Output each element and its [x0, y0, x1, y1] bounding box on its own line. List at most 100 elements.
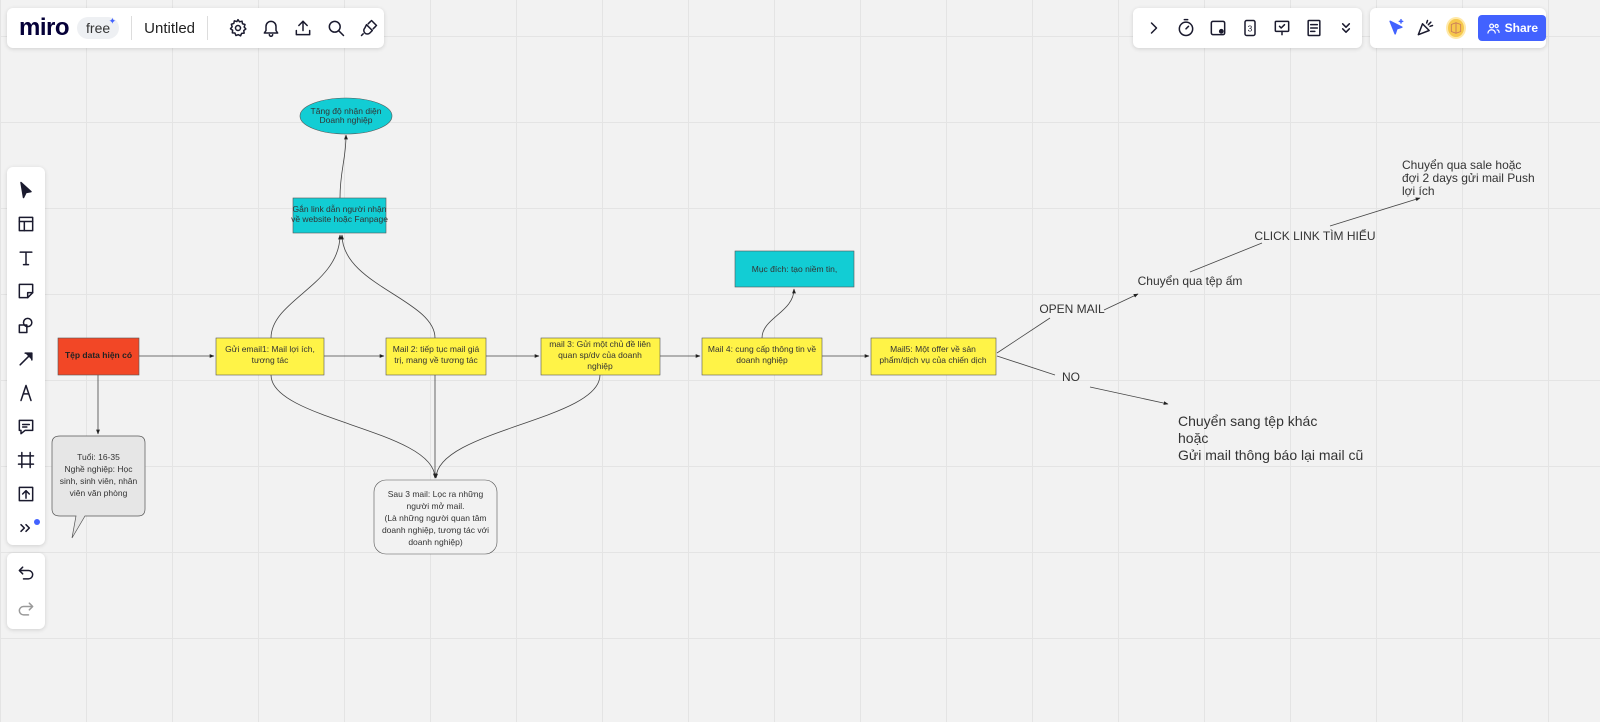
notification-dot	[34, 519, 40, 526]
gear-icon[interactable]	[223, 13, 253, 43]
node-label: Mail 2: tiếp tục mail giá	[393, 344, 480, 354]
connector[interactable]	[996, 355, 1056, 376]
share-label: Share	[1504, 21, 1538, 35]
search-icon[interactable]	[321, 13, 351, 43]
bell-icon[interactable]	[256, 13, 286, 43]
label-line: Gửi mail thông báo lại mail cũ	[1178, 447, 1363, 463]
node-label: phẩm/dịch vụ của chiến dịch	[879, 355, 987, 365]
celebrate-icon[interactable]	[1412, 13, 1438, 43]
upload-icon[interactable]	[9, 479, 43, 509]
miro-logo[interactable]: miro	[19, 14, 70, 41]
node-label: Gắn link dẫn người nhận	[293, 204, 387, 214]
node-label: Tệp data hiện có	[65, 350, 132, 360]
text-icon[interactable]	[9, 243, 43, 273]
chevron-right-icon[interactable]	[1139, 13, 1169, 43]
label-click-link[interactable]: CLICK LINK TÌM HIỂU	[1254, 228, 1375, 243]
connector[interactable]	[270, 234, 342, 339]
template-icon[interactable]	[9, 209, 43, 239]
label-open-mail[interactable]: OPEN MAIL	[1039, 302, 1105, 316]
node-sau-3-mail[interactable]: Sau 3 mail: Lọc ra những người mở mail. …	[373, 479, 498, 555]
node-label: (Là những người quan tâm	[384, 513, 486, 523]
connector[interactable]	[1189, 242, 1263, 273]
node-label: Mail 4: cung cấp thông tin về	[708, 344, 816, 354]
header-panel: miro free✦ Untitled	[7, 8, 384, 48]
shapes-icon[interactable]	[9, 310, 43, 340]
node-label: nghiệp	[587, 361, 613, 371]
node-mail2[interactable]: Mail 2: tiếp tục mail giá trị, mang về t…	[385, 337, 487, 376]
plan-label: free	[86, 20, 111, 36]
presentation-icon[interactable]	[1267, 13, 1297, 43]
select-icon[interactable]	[9, 175, 43, 205]
card-icon[interactable]	[1203, 13, 1233, 43]
node-tang-do-nhan-dien[interactable]: Tăng độ nhận diện Doanh nghiệp	[299, 97, 393, 135]
node-label: Gửi email1: Mail lợi ích,	[225, 344, 315, 354]
left-toolbar	[7, 167, 45, 545]
connector[interactable]	[996, 317, 1051, 354]
connectors	[96, 134, 1421, 479]
connector[interactable]	[1103, 293, 1139, 311]
divider	[207, 16, 208, 40]
counter-icon[interactable]: 3	[1235, 13, 1265, 43]
connector[interactable]	[1089, 386, 1169, 405]
connector[interactable]	[1329, 197, 1421, 227]
timer-icon[interactable]	[1171, 13, 1201, 43]
node-label: người mở mail.	[407, 501, 465, 511]
node-label: quan sp/dv của doanh	[558, 350, 642, 360]
node-mail3[interactable]: mail 3: Gửi một chủ đề liên quan sp/dv c…	[540, 337, 661, 376]
label-line: Chuyển sang tệp khác	[1178, 413, 1317, 429]
share-button[interactable]: Share	[1477, 15, 1546, 41]
sticky-note-icon[interactable]	[9, 276, 43, 306]
frame-icon[interactable]	[9, 446, 43, 476]
upload-icon[interactable]	[289, 13, 319, 43]
connector[interactable]	[340, 234, 436, 339]
node-label: doanh nghiệp	[736, 355, 788, 365]
history-panel	[7, 553, 45, 629]
tools-panel: 3	[1133, 8, 1362, 48]
node-label: trị, mang về tương tác	[394, 355, 478, 365]
node-label: sinh, sinh viên, nhân	[60, 476, 138, 486]
label-tep-am[interactable]: Chuyển qua tệp ấm	[1138, 274, 1243, 288]
board-name[interactable]: Untitled	[144, 19, 195, 37]
node-tep-data[interactable]: Tệp data hiện có	[57, 337, 140, 376]
collaboration-panel: Share	[1370, 8, 1546, 48]
arrow-icon[interactable]	[9, 344, 43, 374]
node-label: Sau 3 mail: Lọc ra những	[388, 489, 484, 499]
connector[interactable]	[434, 374, 601, 479]
connector[interactable]	[270, 374, 437, 479]
more-icon[interactable]	[9, 513, 43, 543]
node-gan-link[interactable]: Gắn link dẫn người nhận về website hoặc …	[291, 197, 388, 234]
comment-icon[interactable]	[9, 412, 43, 442]
node-mail4[interactable]: Mail 4: cung cấp thông tin về doanh nghi…	[701, 337, 823, 376]
node-profile-callout[interactable]: Tuổi: 16-35 Nghề nghiệp: Học sinh, sinh …	[51, 435, 146, 539]
node-label: Doanh nghiệp	[320, 115, 373, 125]
label-line: lợi ích	[1402, 184, 1435, 198]
node-label: doanh nghiệp, tương tác với	[382, 525, 489, 535]
node-mail5[interactable]: Mail5: Một offer về sản phẩm/dịch vụ của…	[870, 337, 997, 376]
chevron-double-down-icon[interactable]	[1331, 13, 1361, 43]
node-label: Mục đích: tạo niềm tin,	[752, 264, 838, 274]
connector[interactable]	[339, 134, 348, 199]
undo-icon[interactable]	[11, 558, 41, 588]
node-email1[interactable]: Gửi email1: Mail lợi ích, tương tác	[215, 337, 325, 376]
cursor-icon[interactable]	[1383, 13, 1409, 43]
notes-icon[interactable]	[1299, 13, 1329, 43]
pen-icon[interactable]	[9, 378, 43, 408]
connector[interactable]	[761, 288, 796, 339]
label-no[interactable]: NO	[1062, 370, 1080, 384]
label-tep-khac[interactable]: Chuyển sang tệp khác hoặc Gửi mail thông…	[1178, 413, 1363, 463]
node-muc-dich[interactable]: Mục đích: tạo niềm tin,	[734, 250, 855, 288]
node-label: Tuổi: 16-35	[77, 452, 120, 462]
avatar[interactable]	[1446, 17, 1466, 39]
redo-icon[interactable]	[11, 594, 41, 624]
plan-star-icon: ✦	[108, 16, 117, 26]
label-line: hoặc	[1178, 430, 1208, 446]
node-label: Mail5: Một offer về sản	[890, 344, 976, 354]
label-line: Chuyển qua sale hoặc	[1402, 158, 1521, 172]
plug-icon[interactable]	[354, 13, 384, 43]
label-sale[interactable]: Chuyển qua sale hoặc đợi 2 days gửi mail…	[1402, 158, 1535, 198]
node-label: mail 3: Gửi một chủ đề liên	[549, 339, 651, 349]
node-label: viên văn phòng	[70, 488, 128, 498]
plan-badge[interactable]: free✦	[77, 16, 120, 39]
node-label: Nghề nghiệp: Học	[64, 464, 133, 474]
